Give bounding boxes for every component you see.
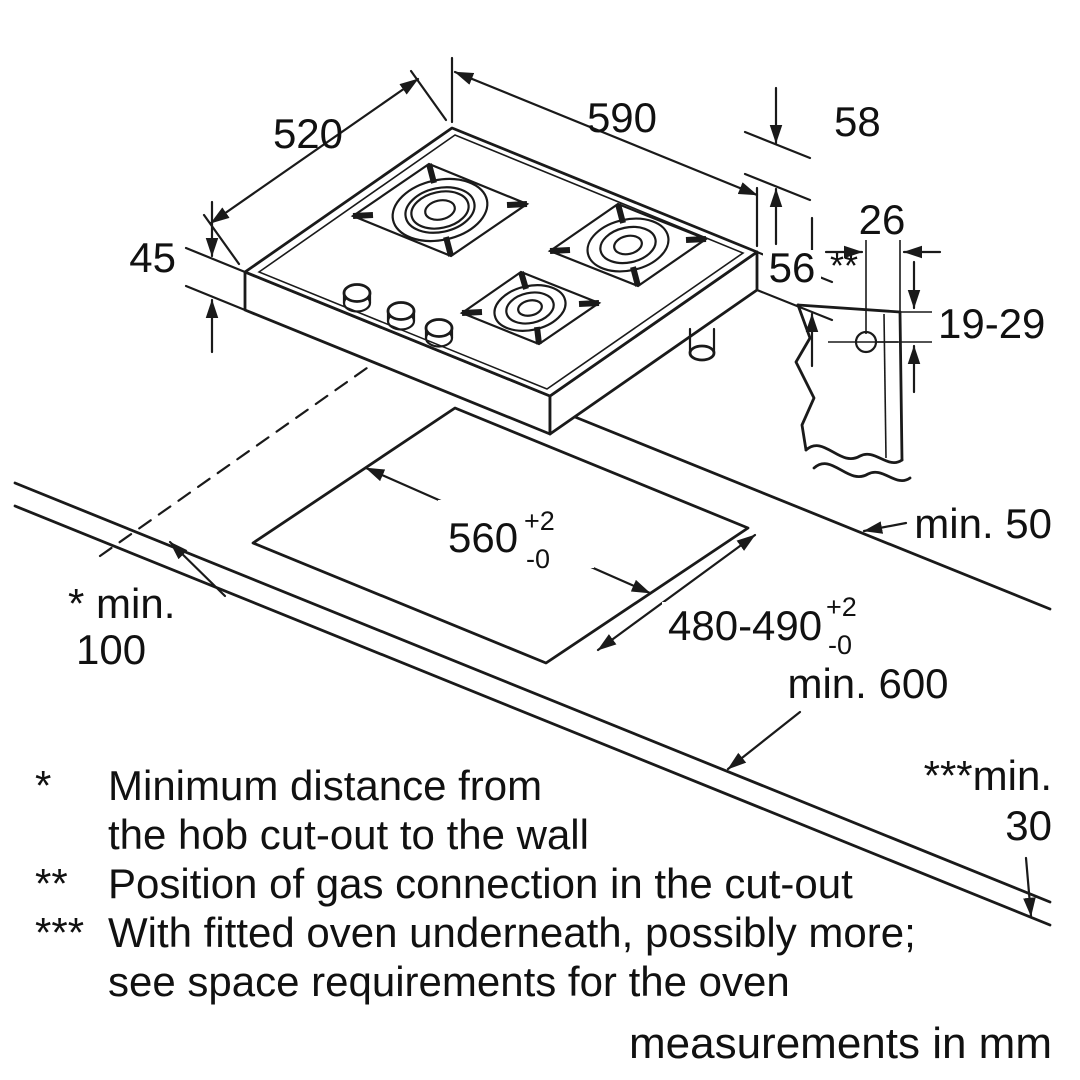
knob-top <box>342 283 372 303</box>
footnotes: * Minimum distance from the hob cut-out … <box>35 762 916 1005</box>
break-curve <box>804 444 904 464</box>
extension-line <box>202 213 241 266</box>
worktop-front-edge-top <box>13 481 1052 904</box>
dimension-19-29: 19-29 <box>876 260 1045 394</box>
bracket-fold-line <box>883 313 887 459</box>
burner-front <box>459 270 602 346</box>
cutout-depth-tol-minus: -0 <box>828 630 852 660</box>
burner-right <box>547 202 709 288</box>
cutout-depth-label: 480-490 <box>668 602 822 649</box>
dimension-520: 520 <box>202 69 448 266</box>
footnote-1-line-1: Minimum distance from <box>108 762 542 809</box>
footnote-1-marker: * <box>35 762 51 809</box>
bracket-top-edge <box>796 303 902 314</box>
footnote-1-line-2: the hob cut-out to the wall <box>108 811 589 858</box>
worktop-cutout <box>251 406 750 665</box>
dim-590-label: 590 <box>587 94 657 141</box>
dim-26-label: 26 <box>859 196 906 243</box>
burner-cap <box>613 234 643 256</box>
label-backplate <box>438 500 594 568</box>
cutout-depth-tol-plus: +2 <box>826 592 857 622</box>
label-backplate <box>763 250 821 286</box>
dimension-56: 56 ** <box>755 216 858 368</box>
break-curve <box>812 462 912 482</box>
dimension-26: 26 <box>824 196 942 334</box>
clearance-oven-value: 30 <box>1005 802 1052 849</box>
dimension-58: 58 <box>743 86 881 246</box>
clearance-front-label: min. 600 <box>787 660 948 707</box>
clearance-front-arrow <box>726 710 802 771</box>
clearance-wall-arrow <box>168 540 227 598</box>
dim-520-arrow <box>209 77 420 225</box>
extension-line <box>409 69 448 122</box>
dim-58-label: 58 <box>834 98 881 145</box>
dim-19-29-label: 19-29 <box>938 300 1045 347</box>
gas-stub <box>688 327 716 362</box>
worktop-front-edge-bottom <box>13 504 1052 927</box>
tick-line <box>743 172 812 202</box>
pan-support-prongs <box>549 203 707 287</box>
clearance-oven-arrow <box>1023 856 1036 918</box>
dimension-cutout-width: 560 +2 -0 <box>364 466 652 595</box>
hob-top-surface <box>243 126 759 398</box>
dimension-590: 590 <box>450 56 759 248</box>
tick-line <box>743 130 812 160</box>
gas-stub-end <box>688 344 716 362</box>
clearance-wall-label: * min. <box>68 580 175 627</box>
cutout-width-tol-plus: +2 <box>524 506 555 536</box>
clearance-rear: min. 50 <box>862 500 1052 547</box>
label-backplate <box>662 602 862 660</box>
burner-ring-inner <box>599 225 657 265</box>
worktop-back-edge <box>573 415 1052 611</box>
clearance-oven: ***min. 30 <box>924 752 1052 918</box>
burner-ring-outer <box>586 217 670 273</box>
clearance-oven-label: ***min. <box>924 752 1052 799</box>
dim-520-label: 520 <box>273 110 343 157</box>
dim-56-label: 56 <box>769 244 816 291</box>
footnote-2-line-1: Position of gas connection in the cut-ou… <box>108 860 853 907</box>
cutout-depth-arrow <box>596 533 757 652</box>
footnote-2-marker: ** <box>35 860 68 907</box>
burner-ring-inner <box>505 291 555 325</box>
pan-support-prongs <box>461 271 600 345</box>
bracket-right-edge <box>898 310 904 462</box>
dimension-45: 45 <box>129 200 247 354</box>
cutout-width-tol-minus: -0 <box>526 544 550 574</box>
tick-line <box>755 288 834 322</box>
dim-45-label: 45 <box>129 234 176 281</box>
burner-cap <box>517 299 543 317</box>
gas-connection-detail: 26 19-29 <box>794 196 1045 482</box>
tick-line <box>184 246 247 274</box>
worktop <box>13 361 1052 927</box>
footnote-3-line-2: see space requirements for the oven <box>108 958 790 1005</box>
gas-stub-sides <box>688 327 716 355</box>
dim-590-arrow <box>453 70 759 197</box>
clearance-wall: * min. 100 <box>68 540 227 673</box>
tick-line <box>184 284 247 312</box>
dimension-cutout-depth: 480-490 +2 -0 <box>596 533 862 660</box>
knob-top <box>386 301 416 321</box>
hob <box>243 126 759 436</box>
clearance-rear-label: min. 50 <box>914 500 1052 547</box>
clearance-rear-arrow <box>862 521 908 534</box>
worktop-wall-edge-dashed <box>98 361 376 558</box>
knob-top <box>424 318 454 338</box>
burner-ring-outer <box>493 284 567 332</box>
footnote-3-marker: *** <box>35 909 84 956</box>
cutout-width-label: 560 <box>448 514 518 561</box>
control-knobs <box>342 283 454 348</box>
bracket-broken-edge <box>794 303 816 452</box>
footnote-3-line-1: With fitted oven underneath, possibly mo… <box>108 909 916 956</box>
clearance-wall-value: 100 <box>76 626 146 673</box>
clearance-front: min. 600 <box>726 660 949 771</box>
units-note: measurements in mm <box>629 1019 1052 1068</box>
burner-cap <box>424 199 456 221</box>
